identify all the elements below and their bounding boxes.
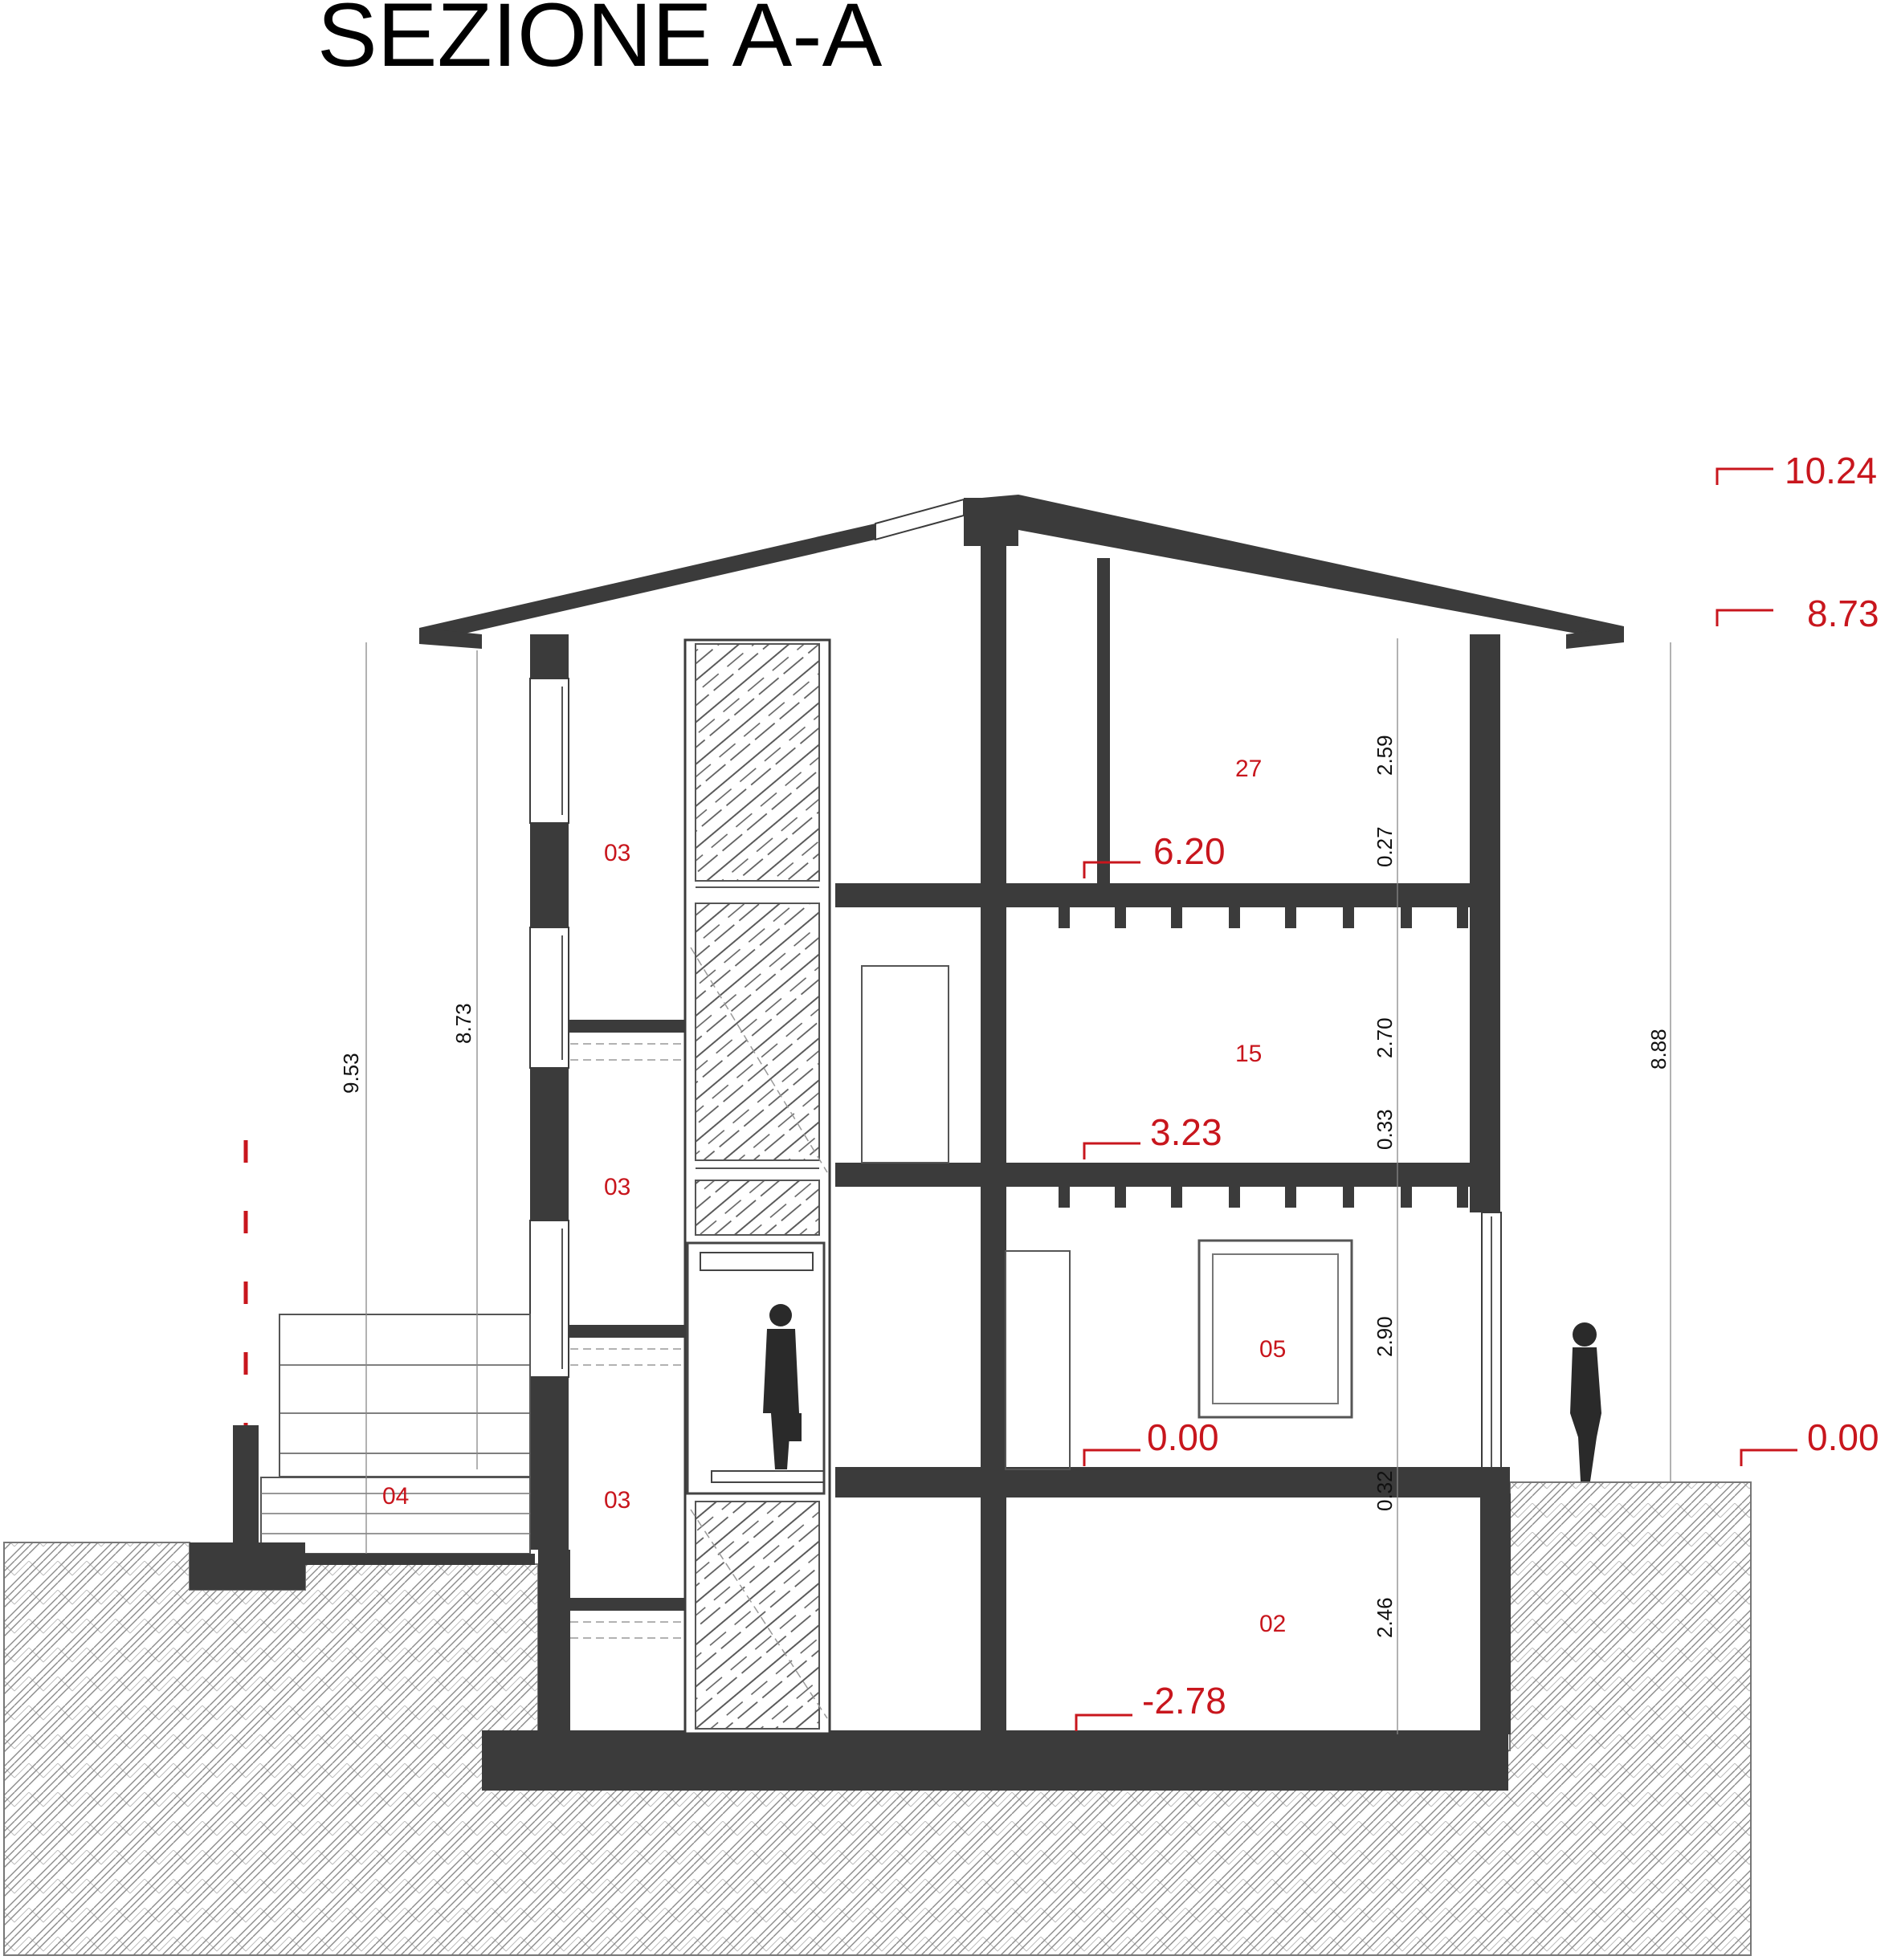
- level-marker-ground-exterior: [1740, 1449, 1797, 1466]
- level-marker-ground-floor: [1083, 1449, 1140, 1466]
- right-facade-wall: [1470, 634, 1502, 1474]
- dim-basement-height: 2.46: [1373, 1597, 1397, 1638]
- floor-joists: [1059, 907, 1468, 1208]
- room-label-basement: 02: [1259, 1611, 1286, 1637]
- dimension-lines: [365, 638, 1671, 1734]
- figure-woman-icon: [1570, 1322, 1601, 1481]
- room-label-stair-middle: 03: [604, 1174, 630, 1200]
- dim-left-eaves: 8.73: [451, 1003, 475, 1044]
- dimension-labels: 9.53 8.73 8.88 2.59 0.27 2.70 0.33 2.90 …: [339, 735, 1671, 1638]
- entrance-porch: [190, 1140, 535, 1590]
- level-marker-basement: [1075, 1713, 1132, 1731]
- room-label-first-floor: 15: [1235, 1041, 1262, 1067]
- level-label-basement: -2.78: [1142, 1680, 1226, 1722]
- figure-man-icon: [763, 1304, 802, 1469]
- roof: [419, 495, 1624, 649]
- left-facade-wall: [529, 634, 569, 1550]
- room-label-stair-lower: 03: [604, 1487, 630, 1514]
- dim-right-total: 8.88: [1646, 1029, 1671, 1070]
- level-label-ground-exterior: 0.00: [1807, 1416, 1879, 1458]
- dim-left-total: 9.53: [339, 1053, 363, 1094]
- level-label-ground-floor: 0.00: [1147, 1416, 1219, 1458]
- level-label-roof-top: 10.24: [1785, 450, 1877, 491]
- dim-slab-0: 0.32: [1373, 1470, 1397, 1511]
- basement-left-wall: [538, 1550, 570, 1734]
- level-marker-second-floor: [1083, 861, 1140, 878]
- level-label-eaves: 8.73: [1807, 593, 1879, 634]
- foundation-slab: [482, 1730, 1508, 1791]
- dim-slab-2: 0.27: [1373, 826, 1397, 867]
- level-label-second-floor: 6.20: [1153, 830, 1226, 872]
- basement-right-wall: [1480, 1493, 1511, 1734]
- room-label-porch: 04: [382, 1483, 409, 1510]
- dim-first-floor-height: 2.70: [1373, 1017, 1397, 1058]
- dim-slab-1: 0.33: [1373, 1109, 1397, 1150]
- window-ground-floor: [1197, 1239, 1353, 1419]
- level-marker-eaves: [1716, 609, 1773, 626]
- attic-post: [1097, 558, 1110, 883]
- dim-ground-floor-height: 2.90: [1373, 1316, 1397, 1357]
- door-ground-floor: [1005, 1250, 1071, 1470]
- lift-cabin: [686, 1241, 826, 1495]
- room-labels: 27 15 05 02 03 03 03 04: [382, 756, 1286, 1637]
- stair-shaft: [683, 638, 831, 1735]
- dim-attic-height: 2.59: [1373, 735, 1397, 776]
- level-label-first-floor: 3.23: [1150, 1111, 1222, 1153]
- level-marker-roof-top: [1716, 467, 1773, 485]
- level-markers: 10.24 8.73 6.20 3.23 0.00 0.00 -2.78: [1075, 450, 1879, 1731]
- room-label-stair-upper: 03: [604, 840, 630, 866]
- level-marker-first-floor: [1083, 1142, 1140, 1159]
- drawing-title: SEZIONE A-A: [317, 0, 883, 85]
- window-ground-floor-inner: [1212, 1253, 1339, 1404]
- central-column: [981, 532, 1006, 1732]
- room-label-attic: 27: [1235, 756, 1262, 782]
- door-first-floor: [861, 965, 949, 1163]
- stair-dashed-lines: [570, 947, 828, 1719]
- room-label-ground-floor: 05: [1259, 1336, 1286, 1363]
